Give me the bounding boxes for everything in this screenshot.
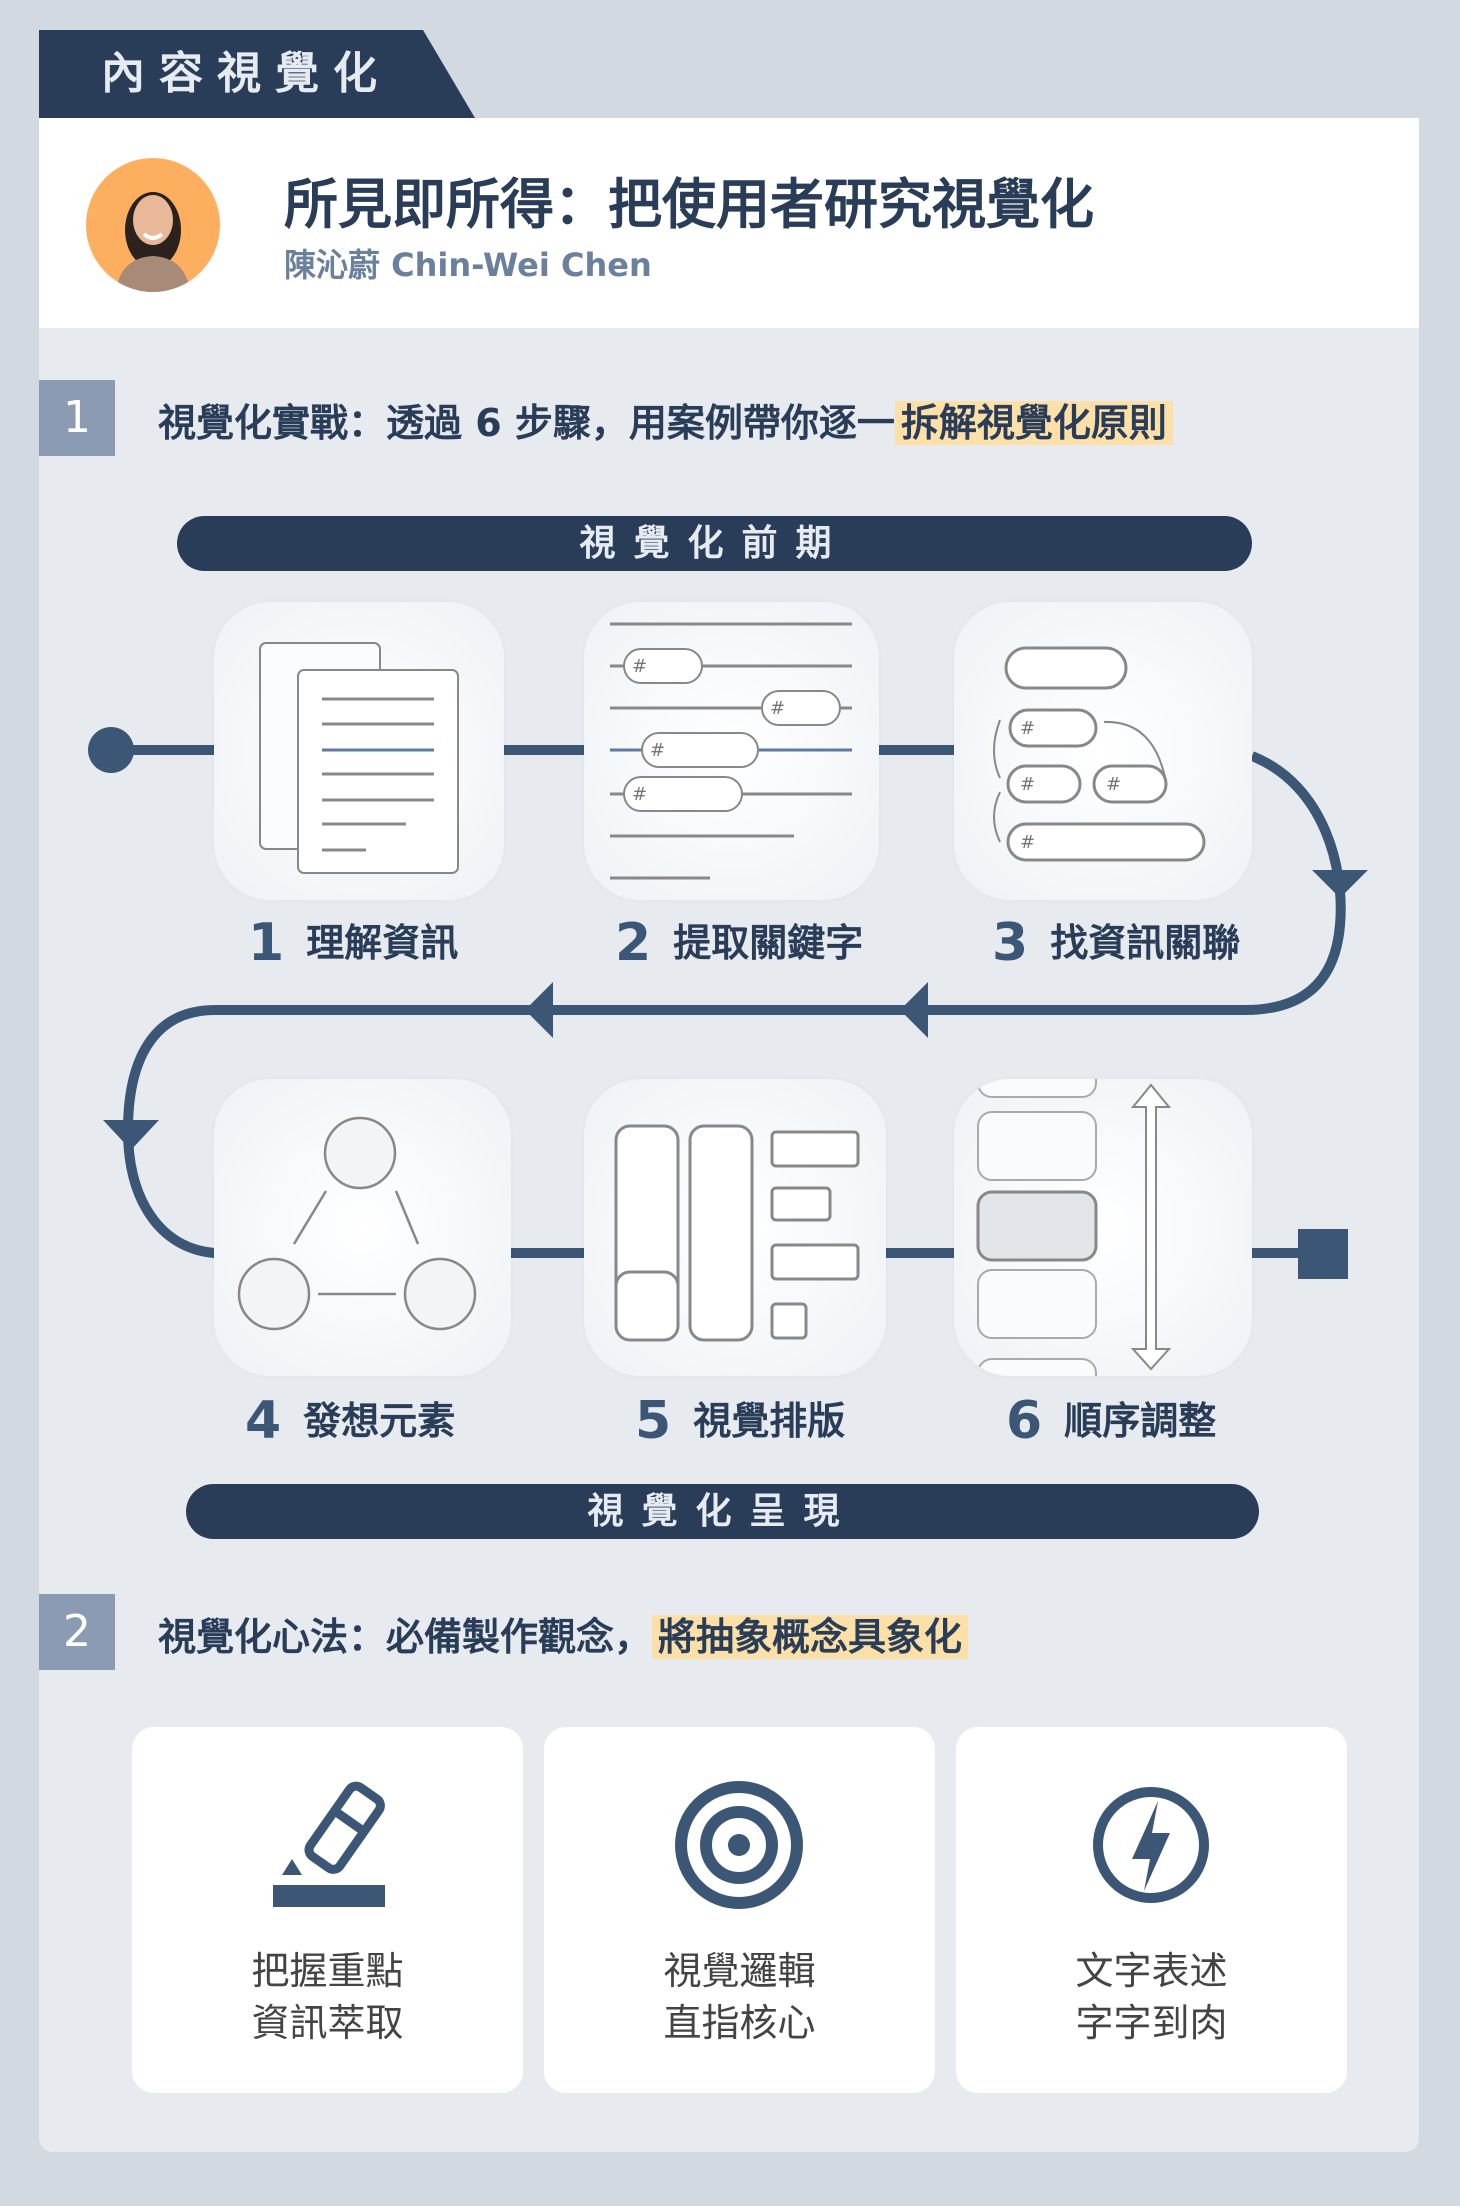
principle-line: 把握重點 — [251, 1949, 404, 1993]
step-card-4 — [214, 1079, 511, 1376]
relation-icon: # # # # — [993, 646, 1206, 862]
principle-card-3: 文字表述字字到肉 — [956, 1727, 1347, 2093]
arrow-down-icon — [1312, 870, 1368, 898]
step-card-1 — [214, 602, 504, 900]
step-card-6 — [954, 1079, 1252, 1376]
layout-icon — [614, 1124, 860, 1342]
section-number: 1 — [39, 380, 115, 456]
svg-text:#: # — [632, 656, 647, 677]
principle-line: 字字到肉 — [1075, 2001, 1228, 2045]
keyword-tags-icon: # # # # — [610, 622, 852, 880]
principle-line: 資訊萃取 — [251, 2001, 404, 2045]
section-heading-highlight: 拆解視覺化原則 — [894, 401, 1173, 445]
end-square — [1298, 1229, 1348, 1279]
principle-line: 直指核心 — [663, 2001, 816, 2045]
svg-text:#: # — [650, 740, 665, 761]
section-heading-highlight: 將抽象概念具象化 — [652, 1615, 969, 1659]
section-heading-text: 視覺化心法：必備製作觀念， — [158, 1615, 653, 1659]
svg-text:#: # — [1020, 718, 1035, 739]
ideation-icon — [237, 1116, 477, 1331]
page-title: 所見即所得：把使用者研究視覺化 — [284, 173, 1094, 236]
author-avatar — [86, 158, 220, 292]
svg-text:#: # — [632, 784, 647, 805]
section-heading: 視覺化心法：必備製作觀念，將抽象概念具象化 — [158, 1606, 969, 1661]
author-name: 陳沁蔚 Chin-Wei Chen — [284, 246, 652, 284]
arrow-left-icon — [900, 982, 928, 1038]
reorder-icon — [976, 1079, 1172, 1376]
step-card-5 — [584, 1079, 886, 1376]
step-card-3: # # # # — [954, 602, 1252, 900]
phase-label-top: 視覺化前期 — [177, 516, 1252, 571]
step-card-2: # # # # — [584, 602, 879, 900]
highlighter-icon — [262, 1777, 392, 1917]
principle-line: 視覺邏輯 — [663, 1949, 816, 1993]
section-number: 2 — [39, 1594, 115, 1670]
svg-text:#: # — [1020, 832, 1035, 853]
lightning-icon — [1086, 1777, 1216, 1917]
principle-card-1: 把握重點資訊萃取 — [132, 1727, 523, 2093]
principle-card-2: 視覺邏輯直指核心 — [544, 1727, 935, 2093]
header-card — [39, 118, 1419, 328]
section-heading-text: 視覺化實戰：透過 6 步驟，用案例帶你逐一 — [158, 401, 895, 445]
section-heading: 視覺化實戰：透過 6 步驟，用案例帶你逐一拆解視覺化原則 — [158, 392, 1173, 447]
phase-label-bottom: 視覺化呈現 — [186, 1484, 1259, 1539]
document-icon — [259, 642, 459, 874]
arrow-left-icon — [525, 982, 553, 1038]
target-icon — [674, 1777, 804, 1917]
principle-line: 文字表述 — [1075, 1949, 1228, 1993]
svg-text:#: # — [1020, 774, 1035, 795]
category-tag: 內容視覺化 — [39, 30, 475, 118]
arrow-down-icon — [103, 1120, 159, 1150]
start-dot — [88, 727, 134, 773]
svg-text:#: # — [770, 698, 785, 719]
svg-text:#: # — [1106, 774, 1121, 795]
